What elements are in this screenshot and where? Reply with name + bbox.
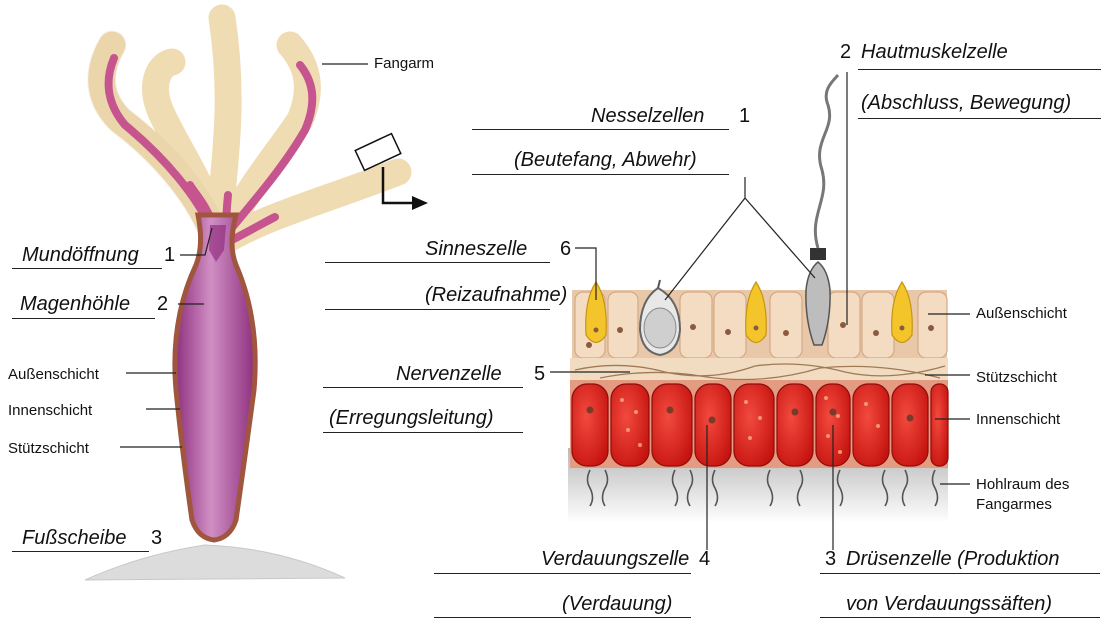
answer-line bbox=[434, 573, 691, 574]
answer-epitheliomuscular-number: 2 bbox=[840, 42, 851, 62]
label-support-layer-tissue: Stützschicht bbox=[976, 370, 1057, 385]
answer-digestive-function: (Verdauung) bbox=[562, 594, 672, 614]
answer-line bbox=[858, 118, 1101, 119]
answer-foot-number: 3 bbox=[151, 528, 162, 548]
answer-stomach-term: Magenhöhle bbox=[20, 294, 130, 314]
answer-line bbox=[472, 174, 729, 175]
answer-mouth-number: 1 bbox=[164, 245, 175, 265]
answer-sensory-function: (Reizaufnahme) bbox=[425, 285, 567, 305]
hydra-body bbox=[175, 215, 255, 540]
answer-nerve-function: (Erregungsleitung) bbox=[329, 408, 494, 428]
answer-sensory-term: Sinneszelle bbox=[425, 239, 527, 259]
answer-digestive-term: Verdauungszelle bbox=[541, 549, 689, 569]
answer-line bbox=[820, 617, 1100, 618]
answer-line bbox=[472, 129, 729, 130]
label-inner-layer-tissue: Innenschicht bbox=[976, 412, 1060, 427]
answer-line bbox=[12, 318, 155, 319]
answer-nerve-number: 5 bbox=[534, 364, 545, 384]
answer-line bbox=[323, 387, 523, 388]
answer-line bbox=[434, 617, 691, 618]
answer-nerve-term: Nervenzelle bbox=[396, 364, 502, 384]
answer-foot-term: Fußscheibe bbox=[22, 528, 127, 548]
answer-epitheliomuscular-term: Hautmuskelzelle bbox=[861, 42, 1008, 62]
answer-line bbox=[858, 69, 1101, 70]
label-support-layer-hydra: Stützschicht bbox=[8, 441, 89, 456]
answer-nematocyte-function: (Beutefang, Abwehr) bbox=[514, 150, 697, 170]
answer-epitheliomuscular-function: (Abschluss, Bewegung) bbox=[861, 93, 1071, 113]
label-tentacle: Fangarm bbox=[374, 56, 434, 71]
answer-line bbox=[12, 268, 162, 269]
answer-digestive-number: 4 bbox=[699, 549, 710, 569]
answer-line bbox=[325, 309, 550, 310]
answer-gland-number: 3 bbox=[825, 549, 836, 569]
answer-line bbox=[820, 573, 1100, 574]
answer-mouth-term: Mundöffnung bbox=[22, 245, 139, 265]
answer-nematocyte-term: Nesselzellen bbox=[591, 106, 704, 126]
label-cavity-line1: Hohlraum des bbox=[976, 477, 1069, 492]
hydra-organism bbox=[85, 18, 428, 580]
answer-gland-function: von Verdauungssäften) bbox=[846, 594, 1052, 614]
answer-line bbox=[12, 551, 149, 552]
answer-nematocyte-number: 1 bbox=[739, 106, 750, 126]
label-outer-layer-hydra: Außenschicht bbox=[8, 367, 99, 382]
answer-line bbox=[323, 432, 523, 433]
answer-line bbox=[325, 262, 550, 263]
answer-gland-term: Drüsenzelle (Produktion bbox=[846, 549, 1059, 569]
tentacles bbox=[102, 18, 398, 240]
tissue-section bbox=[568, 75, 948, 523]
answer-sensory-number: 6 bbox=[560, 239, 571, 259]
answer-stomach-number: 2 bbox=[157, 294, 168, 314]
label-inner-layer-hydra: Innenschicht bbox=[8, 403, 92, 418]
label-cavity-line2: Fangarmes bbox=[976, 497, 1052, 512]
label-outer-layer-tissue: Außenschicht bbox=[976, 306, 1067, 321]
